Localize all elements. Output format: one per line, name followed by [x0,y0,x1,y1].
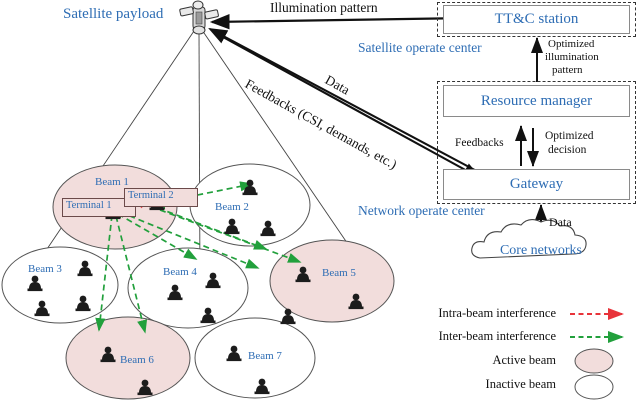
beam-label-7: Beam 7 [248,350,282,362]
satellite-icon [179,0,219,35]
beam-label-2: Beam 2 [215,201,249,213]
gateway-block[interactable]: Gateway [443,169,630,200]
user-terminal-icon [27,275,43,292]
beam-label-5: Beam 5 [322,267,356,279]
user-terminal-icon [280,308,296,325]
legend-label-inactive: Inactive beam [485,377,556,391]
illumination-pattern-label: Illumination pattern [270,0,378,15]
user-terminal-icon [295,266,311,283]
beam-layer [1,163,395,400]
optimized-illumination-line2: illumination [545,51,599,63]
user-terminal-icon [242,179,258,196]
user-terminal-icon [205,272,221,289]
cloud-icon [471,219,587,259]
user-terminal-icon [77,260,93,277]
user-terminal-icon [75,295,91,312]
beam-ellipse-2[interactable] [189,163,311,247]
feedback-uplink-arrow [208,28,487,177]
user-terminal-icon [137,379,153,396]
optimized-illumination-line3: pattern [552,64,583,76]
optimized-decision-line1: Optimized [545,130,594,142]
illumination-pattern-arrow [209,14,471,30]
user-terminal-icon [226,345,242,362]
resource-manager-block[interactable]: Resource manager [443,85,630,117]
terminal-2-box[interactable]: Terminal 2 [124,188,198,207]
core-networks-label[interactable]: Core networks [499,243,583,258]
user-terminal-icon [167,284,183,301]
optimized-decision-line2: decision [548,144,587,156]
feedbacks-label: Feedbacks [455,137,504,149]
legend-active-beam-swatch [574,348,614,374]
legend-label-intra: Intra-beam interference [438,306,556,320]
legend-label-active: Active beam [492,353,556,367]
page-title-satellite-payload: Satellite payload [63,6,164,22]
ttc-station-block[interactable]: TT&C station [443,5,630,34]
satellite-operate-center-label: Satellite operate center [358,40,482,55]
satellite-operate-center-boundary [437,2,636,37]
core-data-label: Data [549,215,572,229]
user-terminal-icon [260,220,276,237]
network-operate-center-boundary [437,81,636,204]
data-downlink-arrow [211,30,482,180]
user-terminal-icon [348,293,364,310]
user-terminal-icon [100,346,116,363]
user-terminal-icon [224,218,240,235]
beam-label-4: Beam 4 [163,266,197,278]
legend-inactive-beam-swatch [574,374,614,400]
beam-label-3: Beam 3 [28,263,62,275]
beam-ellipse-4[interactable] [127,247,249,329]
legend-label-inter: Inter-beam interference [438,329,556,343]
network-operate-center-label: Network operate center [358,203,485,218]
beam-ellipse-7[interactable] [194,317,316,399]
user-terminal-icon [254,378,270,395]
legend-glyphs [570,308,624,400]
user-terminal-icon [34,300,50,317]
beam-ellipse-6[interactable] [65,316,191,400]
beam-label-1: Beam 1 [95,176,129,188]
user-terminal-icon [200,307,216,324]
satellite-ground-links [208,14,487,180]
terminal-1-box[interactable]: Terminal 1 [62,198,136,217]
beam-label-6: Beam 6 [120,354,154,366]
optimized-illumination-line1: Optimized [548,38,595,50]
beam-ellipse-3[interactable] [1,246,119,324]
